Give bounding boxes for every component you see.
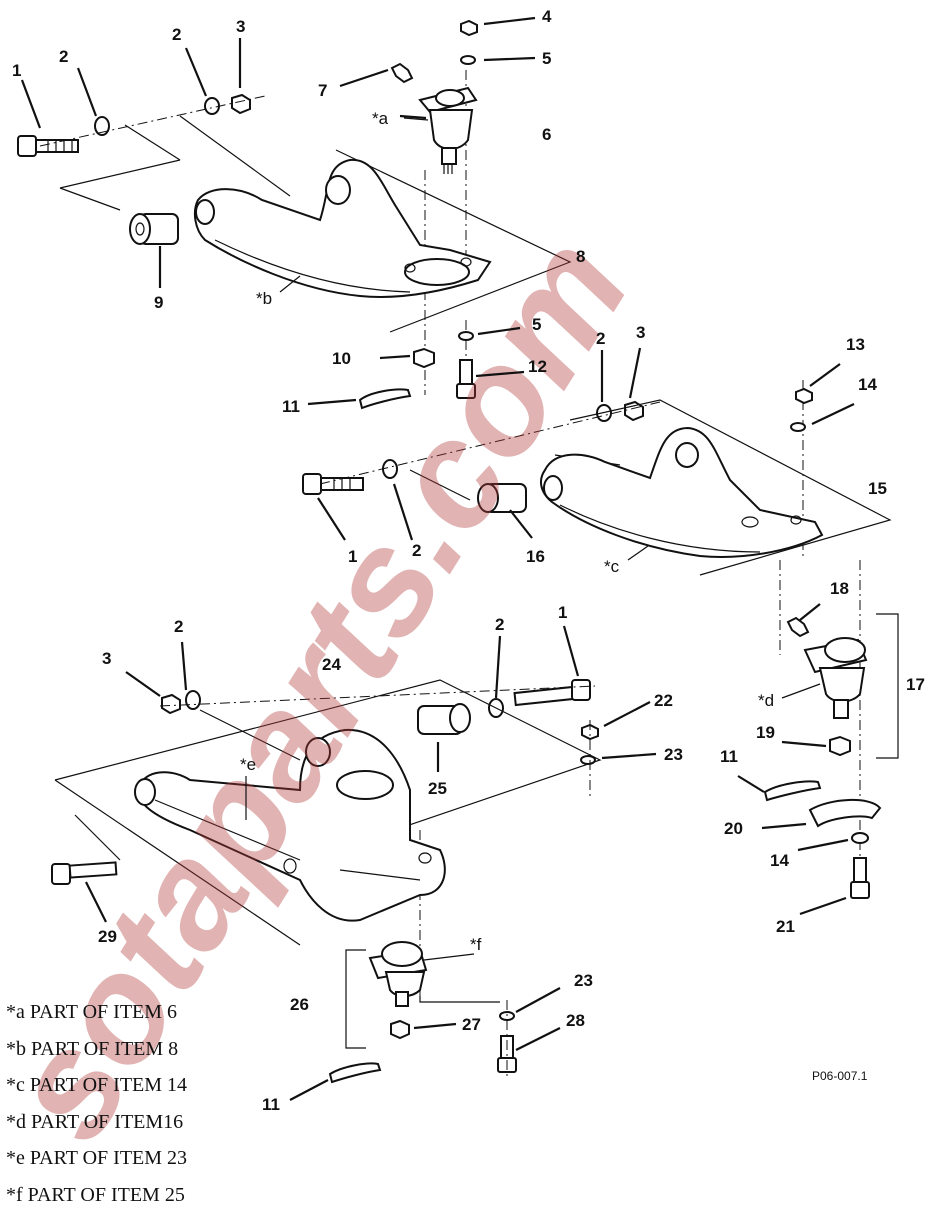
callout-2: 2 (596, 329, 605, 348)
callout-6: 6 (542, 125, 551, 144)
ball-joint-part (420, 88, 476, 174)
nut-part (232, 95, 250, 113)
legend-line: *f PART OF ITEM 25 (6, 1177, 187, 1213)
legend-line: *c PART OF ITEM 14 (6, 1067, 187, 1104)
castle-nut-part (391, 1021, 409, 1038)
bushing-part (130, 214, 178, 244)
callout-14: 14 (770, 851, 789, 870)
callout-8: 8 (576, 247, 585, 266)
callout-18: 18 (830, 579, 849, 598)
right-ball-joint-stack (765, 560, 898, 900)
cotter-pin-part (765, 781, 820, 800)
washer-part (205, 98, 219, 114)
callout-27: 27 (462, 1015, 481, 1034)
ball-joint-part (805, 638, 866, 718)
castle-nut-part (830, 737, 850, 755)
callout-24: 24 (322, 655, 341, 674)
callout-29: 29 (98, 927, 117, 946)
callout-7: 7 (318, 81, 327, 100)
middle-control-arm (541, 428, 822, 557)
callout-20: 20 (724, 819, 743, 838)
callout-12: 12 (528, 357, 547, 376)
nut-part (796, 389, 812, 403)
callout-22: 22 (654, 691, 673, 710)
callout-11: 11 (282, 397, 300, 416)
letter-a: *a (372, 109, 389, 128)
cotter-pin-part (330, 1063, 380, 1082)
callout-21: 21 (776, 917, 795, 936)
callout-5: 5 (532, 315, 541, 334)
callout-3: 3 (636, 323, 645, 342)
callout-25: 25 (428, 779, 447, 798)
callout-13: 13 (846, 335, 865, 354)
legend-line: *d PART OF ITEM16 (6, 1104, 187, 1141)
nut-part (162, 695, 180, 713)
callout-1: 1 (558, 603, 567, 622)
letter-e: *e (240, 755, 256, 774)
washer-part (791, 423, 805, 431)
callout-3: 3 (102, 649, 111, 668)
callout-23: 23 (664, 745, 683, 764)
callout-2: 2 (59, 47, 68, 66)
letter-b: *b (256, 289, 272, 308)
callout-28: 28 (566, 1011, 585, 1030)
bolt-part (18, 136, 78, 156)
bushing-part (418, 704, 470, 734)
bolt-part (851, 858, 869, 898)
callout-10: 10 (332, 349, 351, 368)
letter-c: *c (604, 557, 620, 576)
ball-joint-part (370, 942, 426, 1006)
callout-2: 2 (412, 541, 421, 560)
callout-23: 23 (574, 971, 593, 990)
legend-line: *e PART OF ITEM 23 (6, 1140, 187, 1177)
callout-15: 15 (868, 479, 887, 498)
grease-fitting-part (788, 618, 808, 636)
washer-part (852, 833, 868, 843)
callout-4: 4 (542, 7, 552, 26)
callout-16: 16 (526, 547, 545, 566)
callout-9: 9 (154, 293, 163, 312)
callout-11: 11 (720, 747, 738, 766)
upper-control-arm (195, 160, 490, 297)
callout-2: 2 (495, 615, 504, 634)
callout-2: 2 (174, 617, 183, 636)
grease-fitting-part (392, 64, 412, 82)
callout-14: 14 (858, 375, 877, 394)
nut-part (461, 21, 477, 35)
callout-5: 5 (542, 49, 551, 68)
figure-id: P06-007.1 (812, 1069, 868, 1083)
callout-17: 17 (906, 675, 925, 694)
callout-26: 26 (290, 995, 309, 1014)
legend-line: *a PART OF ITEM 6 (6, 994, 187, 1031)
callout-19: 19 (756, 723, 775, 742)
washer-part (461, 56, 475, 64)
shim-plate-part (810, 800, 880, 826)
callout-2: 2 (172, 25, 181, 44)
bolt-part (515, 680, 590, 705)
callout-3: 3 (236, 17, 245, 36)
washer-part (186, 691, 200, 709)
letter-f: *f (470, 935, 482, 954)
callout-1: 1 (12, 61, 21, 80)
letter-d: *d (758, 691, 774, 710)
callout-11: 11 (262, 1095, 280, 1114)
legend-line: *b PART OF ITEM 8 (6, 1031, 187, 1068)
footnote-legend: *a PART OF ITEM 6 *b PART OF ITEM 8 *c P… (6, 994, 187, 1213)
callout-1: 1 (348, 547, 357, 566)
